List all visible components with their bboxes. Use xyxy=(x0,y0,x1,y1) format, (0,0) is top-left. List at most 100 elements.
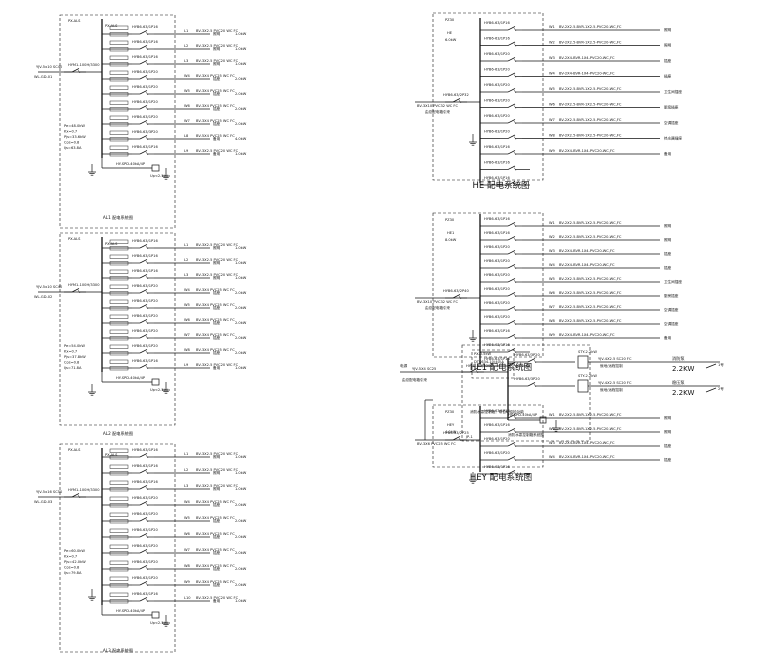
load-use: 照明 xyxy=(213,245,221,250)
breaker-spec: HYB6-63/1P16 xyxy=(132,464,158,468)
cable-spec: BV-3X2.5 PVC20 WC FC xyxy=(196,258,239,262)
breaker-spec: HYB6-63/1P16 xyxy=(132,448,158,452)
load-use: 插座 xyxy=(664,58,672,63)
breaker-mark xyxy=(513,237,517,242)
breaker-symbol xyxy=(500,414,522,420)
spare-row: HYB6-63/1P16 xyxy=(480,357,530,368)
circuit-number: W8 xyxy=(184,564,191,568)
breaker-contact xyxy=(139,581,148,586)
breaker-mark xyxy=(145,486,149,491)
outlet-cable: YJV-4X2.5 SC20 FC xyxy=(598,357,632,361)
breaker-symbol xyxy=(132,533,154,539)
breaker-spec: HYB6-63/1P20 xyxy=(484,52,510,56)
breaker-tag-box xyxy=(109,448,129,453)
load-kw: 2.0kW xyxy=(235,535,247,539)
breaker-contact xyxy=(507,222,516,227)
load-use: 厨房插座 xyxy=(664,105,679,110)
breaker-tag-box xyxy=(109,464,129,469)
breaker-mark xyxy=(513,167,517,171)
circuit-number: W1 xyxy=(549,413,555,417)
load-use: 热水器插座 xyxy=(664,136,682,141)
breaker-spec: HYB6-63/1P16 xyxy=(132,359,158,363)
breaker-contact xyxy=(527,382,536,387)
circuit-number: L1 xyxy=(184,452,188,456)
circuit-number: W2 xyxy=(549,235,555,239)
breaker-mark xyxy=(145,275,149,280)
breaker-spec: HYB6-63/1P20 xyxy=(132,299,158,303)
breaker-spec: HYB6-63/1P20 xyxy=(484,99,510,103)
breaker-contact xyxy=(507,119,516,124)
breaker-symbol xyxy=(500,292,522,298)
contactor-label: STY-2.2kW xyxy=(578,374,597,378)
breaker-contact xyxy=(507,264,516,269)
breaker-mark xyxy=(513,58,517,63)
outlet-label: 稳压泵 xyxy=(672,379,685,386)
spd-note: Up<2.5kV xyxy=(150,388,169,392)
breaker-mark xyxy=(145,31,149,36)
breaker-symbol xyxy=(132,565,154,571)
circuit-number: W6 xyxy=(184,532,191,536)
breaker-mark xyxy=(458,99,462,104)
breaker-contact xyxy=(452,436,461,441)
breaker-spec: HYB6-63/1P16 xyxy=(132,145,158,149)
cable-spec: BV-2X2.5-BVR-1X2.5-PVC20-WC,FC xyxy=(559,427,622,431)
breaker-contact xyxy=(507,103,516,108)
spd-note: Up<2.5kV xyxy=(150,621,169,625)
circuit-number: W5 xyxy=(184,516,190,520)
breaker-spec: HYB6-63/1P20 xyxy=(132,284,158,288)
breaker-contact xyxy=(139,517,148,522)
inlet-note: WL-GD-03 xyxy=(34,500,52,504)
breaker-contact xyxy=(139,105,148,110)
cable-spec: BV-3X2.5 PVC20 WC FC xyxy=(196,149,239,153)
load-use: 插座 xyxy=(213,582,221,587)
circuit-number: W4 xyxy=(184,500,191,504)
load-use: 插座 xyxy=(664,457,672,462)
breaker-contact xyxy=(139,319,148,324)
load-parameter: Kx=0.7 xyxy=(64,555,77,559)
ground-icon xyxy=(88,384,96,396)
cable-spec: BV-3X4 PVC25 WC FC xyxy=(196,74,235,78)
load-use: 空调插座 xyxy=(664,321,679,326)
cable-spec: BV-3X4 PVC25 WC FC xyxy=(196,516,235,520)
breaker-mark xyxy=(145,136,149,141)
load-use: 照明 xyxy=(664,415,672,420)
panel-header-code: PZ30 xyxy=(445,410,455,414)
circuit-number: W4 xyxy=(549,455,556,459)
load-use: 照明 xyxy=(664,223,672,228)
cable-spec: BV-2X2.5-BVR-1X2.5-PVC20-WC,FC xyxy=(559,221,622,225)
breaker-contact xyxy=(139,501,148,506)
cable-spec: BV-2X2.5-BVR-1X2.5-PVC20-WC,FC xyxy=(559,319,622,323)
breaker-symbol xyxy=(445,98,467,104)
load-kw: 1.0kW xyxy=(235,32,247,36)
breaker-spec: HYB6-63/1P16 xyxy=(484,145,510,149)
cable-spec: BV-2X2.5-BVR-1X2.5-PVC20-WC,FC xyxy=(559,291,622,295)
circuit-number: W9 xyxy=(549,333,556,337)
breaker-symbol xyxy=(500,72,522,78)
cable-spec: BV-3X4 PVC25 WC FC xyxy=(196,333,235,337)
panel-boundary xyxy=(432,212,544,358)
surge-protector-icon xyxy=(151,164,160,172)
circuit-number: L10 xyxy=(184,596,191,600)
main-breaker-label: HYM1-100H/3300 xyxy=(68,63,100,67)
breaker-mark xyxy=(513,182,517,187)
cable-spec: BV-2X4-BVR-1X4-PVC20-WC,FC xyxy=(559,455,615,459)
breaker-mark xyxy=(145,350,149,355)
breaker-mark xyxy=(475,369,479,374)
load-parameter: Pe=54.0kW xyxy=(64,344,85,348)
breaker-contact xyxy=(139,533,148,538)
breaker-contact xyxy=(507,72,516,77)
load-use: 备用 xyxy=(664,335,672,340)
breaker-symbol xyxy=(132,60,154,66)
